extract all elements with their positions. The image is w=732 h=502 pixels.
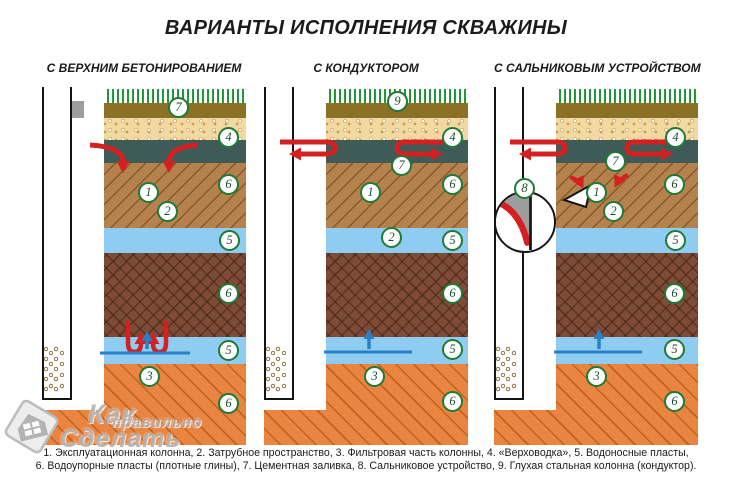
marker-6: 6 xyxy=(442,174,463,195)
panel2-subtitle: С КОНДУКТОРОМ xyxy=(313,61,419,75)
marker-6: 6 xyxy=(664,391,685,412)
panel3-subtitle: С САЛЬНИКОВЫМ УСТРОЙСТВОМ xyxy=(494,61,701,75)
marker-2: 2 xyxy=(603,201,624,222)
panel-stuffing-box: 4 7 6 8 1 2 5 6 5 3 6 xyxy=(494,85,698,445)
marker-4: 4 xyxy=(442,127,463,148)
marker-6: 6 xyxy=(218,283,239,304)
marker-5: 5 xyxy=(218,340,239,361)
marker-5: 5 xyxy=(442,230,463,251)
marker-3: 3 xyxy=(586,366,607,387)
marker-5: 5 xyxy=(665,230,686,251)
marker-2: 2 xyxy=(381,227,402,248)
marker-1: 1 xyxy=(360,182,381,203)
filter-section xyxy=(264,345,286,395)
page-title: ВАРИАНТЫ ИСПОЛНЕНИЯ СКВАЖИНЫ xyxy=(164,17,568,39)
panel-conductor: 9 4 7 6 1 2 5 6 5 3 6 xyxy=(264,85,468,445)
marker-1: 1 xyxy=(586,182,607,203)
marker-6: 6 xyxy=(664,283,685,304)
marker-7: 7 xyxy=(168,97,189,118)
filter-section xyxy=(42,345,64,395)
marker-6: 6 xyxy=(218,174,239,195)
marker-5: 5 xyxy=(442,339,463,360)
marker-6: 6 xyxy=(664,174,685,195)
marker-4: 4 xyxy=(665,127,686,148)
marker-7: 7 xyxy=(605,151,626,172)
panel1-subtitle: С ВЕРХНИМ БЕТОНИРОВАНИЕМ xyxy=(46,61,242,75)
stuffing-box-detail-callout xyxy=(494,191,556,253)
marker-1: 1 xyxy=(138,182,159,203)
panel-top-concreting: 7 4 6 1 2 5 6 5 3 6 xyxy=(42,85,246,445)
marker-3: 3 xyxy=(139,366,160,387)
marker-6: 6 xyxy=(218,393,239,414)
marker-6: 6 xyxy=(442,391,463,412)
marker-7: 7 xyxy=(391,155,412,176)
legend: 1. Эксплуатационная колонна, 2. Затрубно… xyxy=(0,447,732,473)
legend-line-1: 1. Эксплуатационная колонна, 2. Затрубно… xyxy=(43,447,689,459)
marker-9: 9 xyxy=(387,91,408,112)
marker-6: 6 xyxy=(442,283,463,304)
marker-5: 5 xyxy=(664,339,685,360)
marker-4: 4 xyxy=(218,127,239,148)
marker-2: 2 xyxy=(157,201,178,222)
marker-8: 8 xyxy=(514,178,535,199)
marker-5: 5 xyxy=(219,230,240,251)
legend-line-2: 6. Водоупорные пласты (плотные глины), 7… xyxy=(35,460,697,472)
filter-section xyxy=(494,345,516,395)
stuffing-box-detail-drawing xyxy=(496,193,553,250)
marker-3: 3 xyxy=(364,366,385,387)
